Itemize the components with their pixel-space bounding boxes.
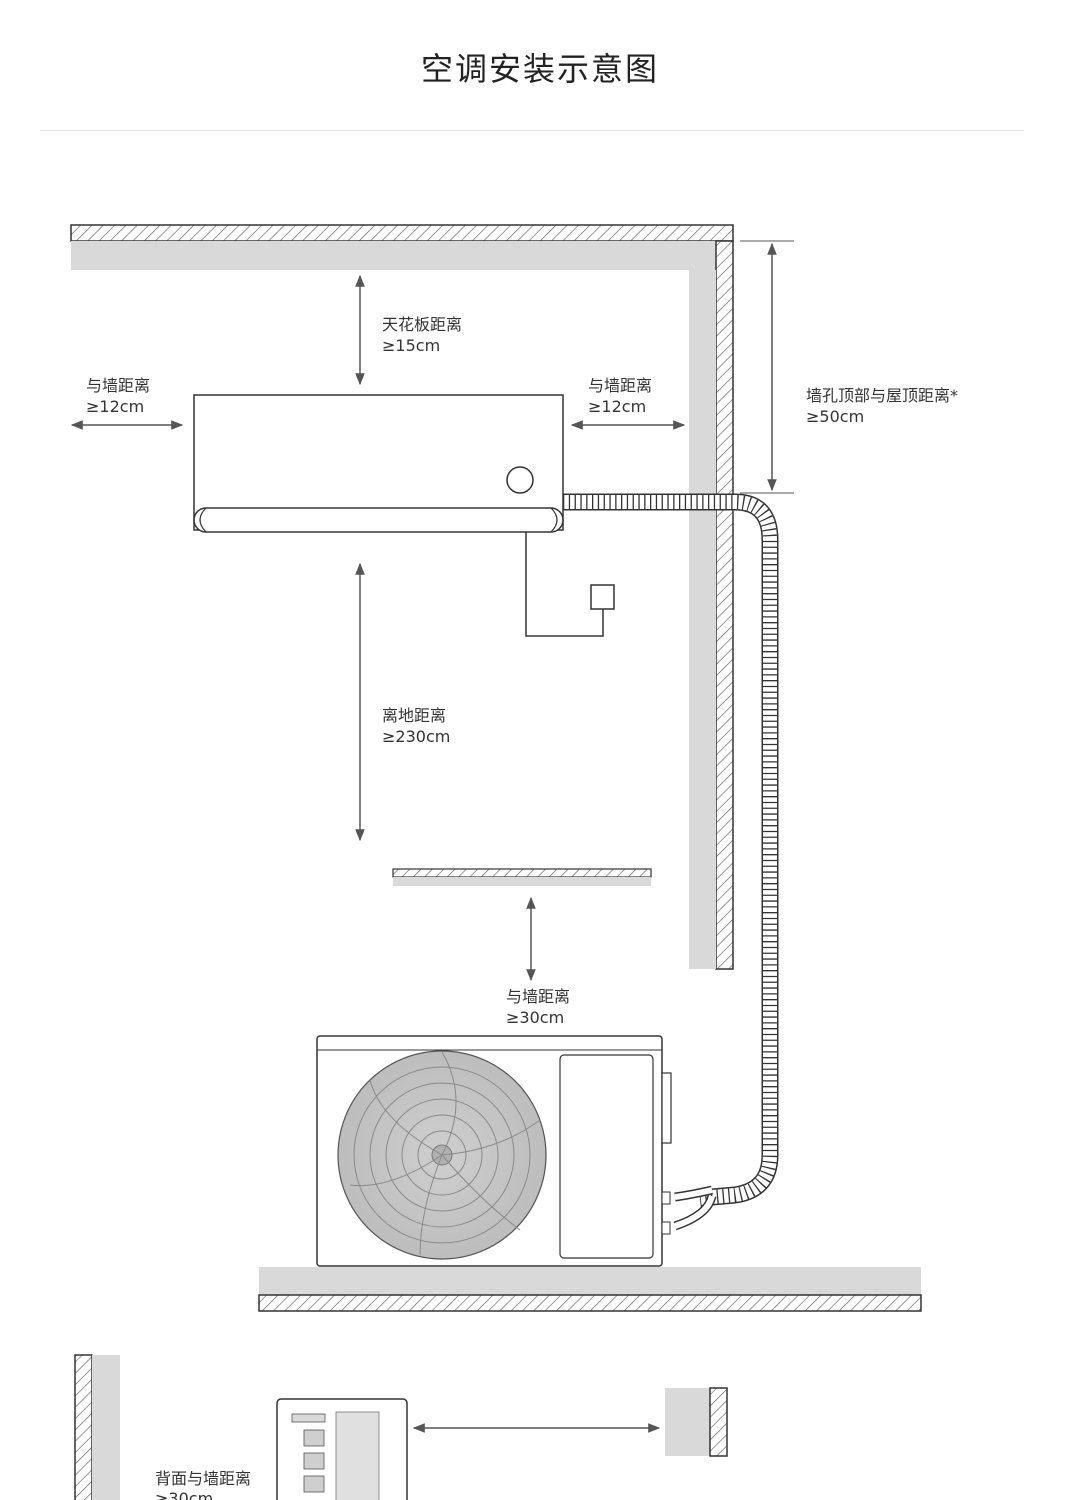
ceiling-distance-label: 天花板距离 bbox=[382, 315, 462, 334]
outdoor-wall-slab bbox=[392, 868, 652, 886]
outdoor-unit bbox=[316, 1035, 672, 1267]
outdoor-unit-side bbox=[276, 1398, 408, 1500]
indoor-unit-indicator bbox=[506, 466, 534, 494]
outdoor-wall-distance-label: 与墙距离 bbox=[506, 987, 570, 1006]
outdoor-wall-distance-value: ≥30cm bbox=[506, 1008, 564, 1027]
page-title: 空调安装示意图 bbox=[420, 50, 659, 88]
power-cord bbox=[525, 532, 604, 637]
hole-roof-distance-value: ≥50cm bbox=[806, 407, 864, 426]
ceiling bbox=[70, 224, 734, 270]
refrigerant-pipe bbox=[563, 493, 779, 1231]
left-wall-distance-label: 与墙距离 bbox=[86, 376, 150, 395]
title-divider bbox=[40, 130, 1024, 131]
right-wall-distance-value: ≥12cm bbox=[588, 397, 646, 416]
back-wall-right bbox=[665, 1387, 728, 1457]
back-wall-distance-label: 背面与墙距离 bbox=[155, 1469, 251, 1488]
back-wall-distance-value: ≥30cm bbox=[155, 1489, 213, 1500]
hole-roof-distance-label: 墙孔顶部与屋顶距离* bbox=[806, 386, 958, 405]
left-wall-distance-value: ≥12cm bbox=[86, 397, 144, 416]
ceiling-distance-value: ≥15cm bbox=[382, 336, 440, 355]
ground bbox=[258, 1267, 922, 1312]
floor-distance-label: 离地距离 bbox=[382, 706, 446, 725]
right-wall bbox=[689, 240, 734, 970]
back-wall-left bbox=[74, 1354, 120, 1500]
floor-distance-value: ≥230cm bbox=[382, 727, 450, 746]
right-wall-distance-label: 与墙距离 bbox=[588, 376, 652, 395]
outdoor-fan bbox=[337, 1050, 547, 1260]
indoor-unit bbox=[193, 394, 564, 533]
power-socket bbox=[590, 584, 615, 610]
